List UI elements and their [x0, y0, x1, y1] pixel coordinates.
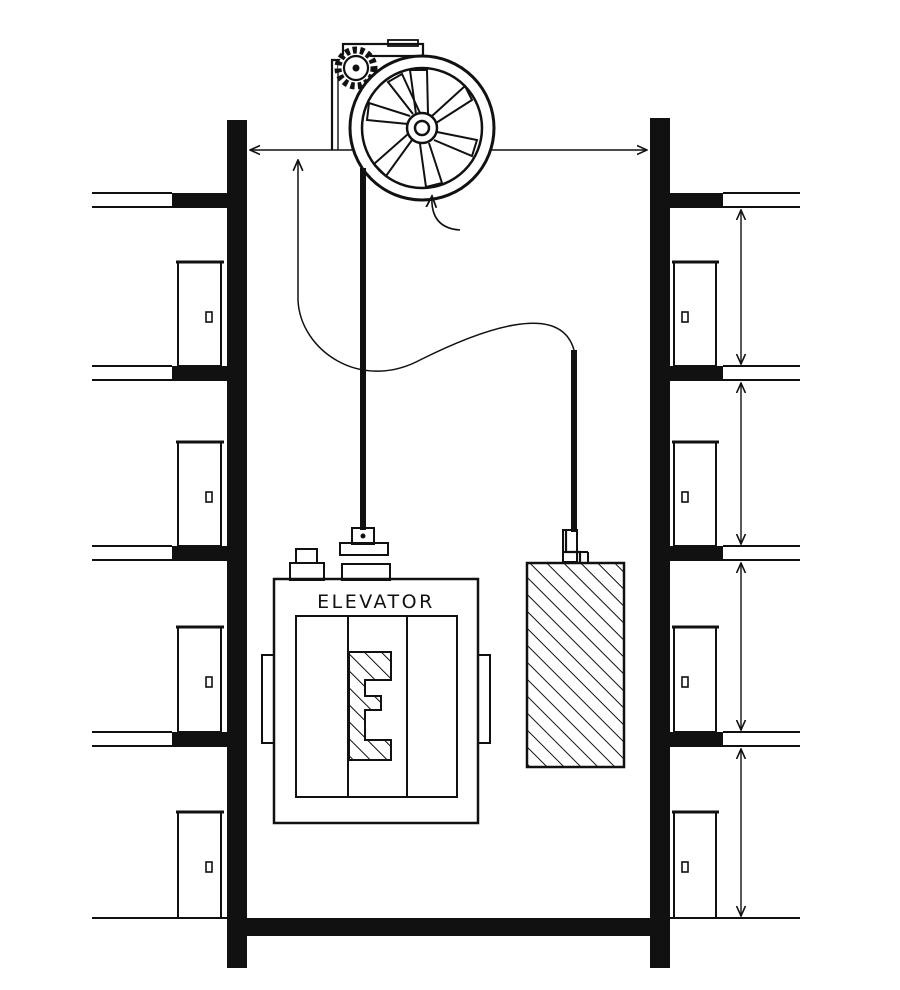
floor-door — [176, 260, 224, 367]
elevator-letter-shape — [348, 651, 392, 761]
right-doors — [672, 260, 719, 919]
cable-path-arrow — [298, 160, 575, 372]
floor-door — [176, 625, 224, 733]
shaft-pit-floor — [227, 918, 670, 936]
floor-door — [672, 260, 719, 367]
car-guide-right — [477, 654, 491, 744]
left-floor-slab — [92, 731, 232, 747]
elevator-label: ELEVATOR — [317, 591, 435, 613]
gear-icon — [334, 46, 378, 90]
left-doors — [176, 260, 224, 919]
left-floor-slab — [92, 545, 232, 561]
counterweight-block — [525, 561, 626, 769]
right-floor-slab — [665, 365, 800, 381]
floor-door — [176, 440, 224, 547]
elevator-car: ELEVATOR E — [261, 527, 491, 825]
right-floor-slab — [665, 192, 800, 208]
floor-door — [176, 810, 224, 919]
shaft-structure — [227, 118, 670, 968]
hoist-cables — [360, 168, 577, 532]
right-shaft-wall — [650, 118, 670, 968]
right-floor-slab — [665, 731, 800, 747]
floor-door — [672, 625, 719, 733]
car-cable — [360, 168, 366, 530]
left-floor-slab — [92, 365, 232, 381]
car-guide-left — [261, 654, 275, 744]
right-floors — [665, 192, 800, 919]
right-floor-slab — [665, 545, 800, 561]
floor-door — [672, 810, 719, 919]
sheave-wheel — [348, 54, 496, 231]
counterweight — [525, 529, 626, 769]
left-floors — [92, 192, 232, 919]
counterweight-cable — [571, 350, 577, 532]
left-floor-slab — [92, 192, 232, 208]
floor-door — [672, 440, 719, 547]
car-door-frame — [295, 615, 458, 798]
hoist-motor — [330, 39, 425, 150]
left-shaft-wall — [227, 120, 247, 968]
